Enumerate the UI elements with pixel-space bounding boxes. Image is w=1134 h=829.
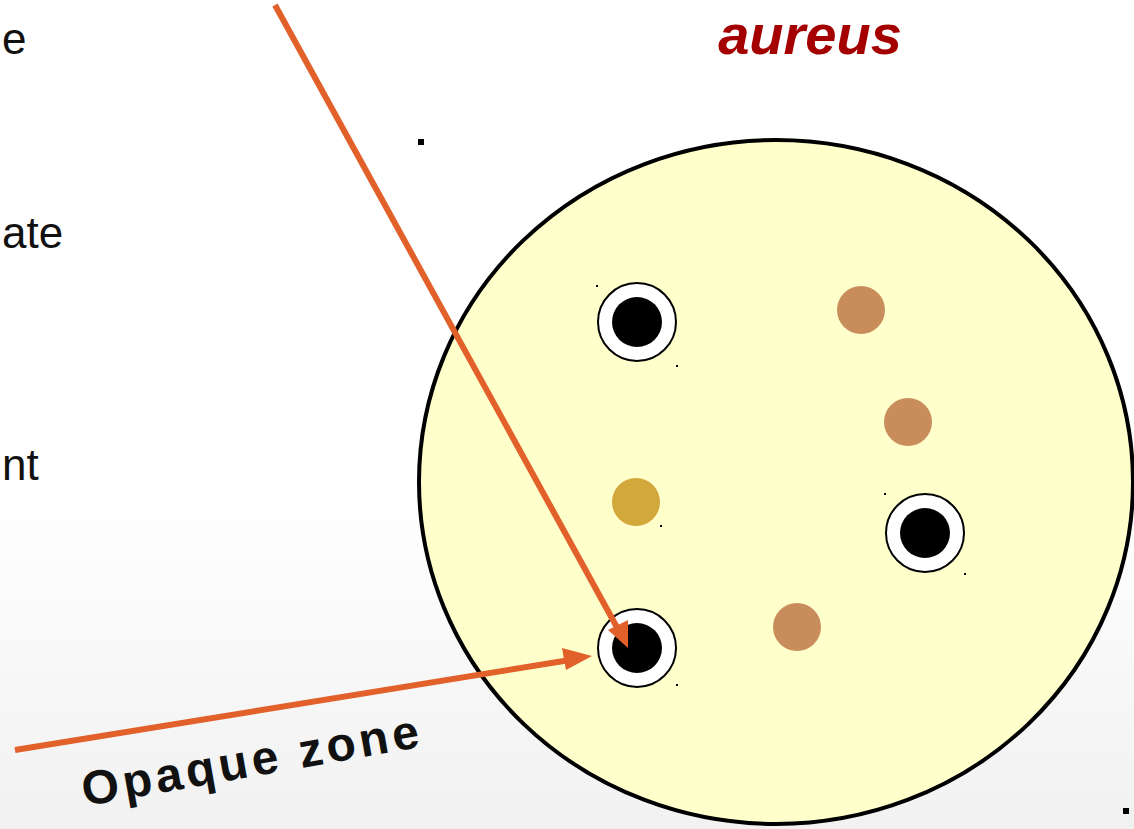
title: aureus [718,2,902,67]
brown-colony [773,286,932,651]
speck [418,139,1129,814]
slide-text: nt [2,440,39,491]
golden-colony [612,478,660,526]
slide-text: ate [2,208,63,259]
pointer-arrow [15,5,628,750]
petri-dish [419,140,1133,824]
slide-text: e [2,14,26,65]
colony-halo [598,283,964,687]
black-colony [612,297,950,673]
callout-label: Opaque zone [77,703,427,817]
